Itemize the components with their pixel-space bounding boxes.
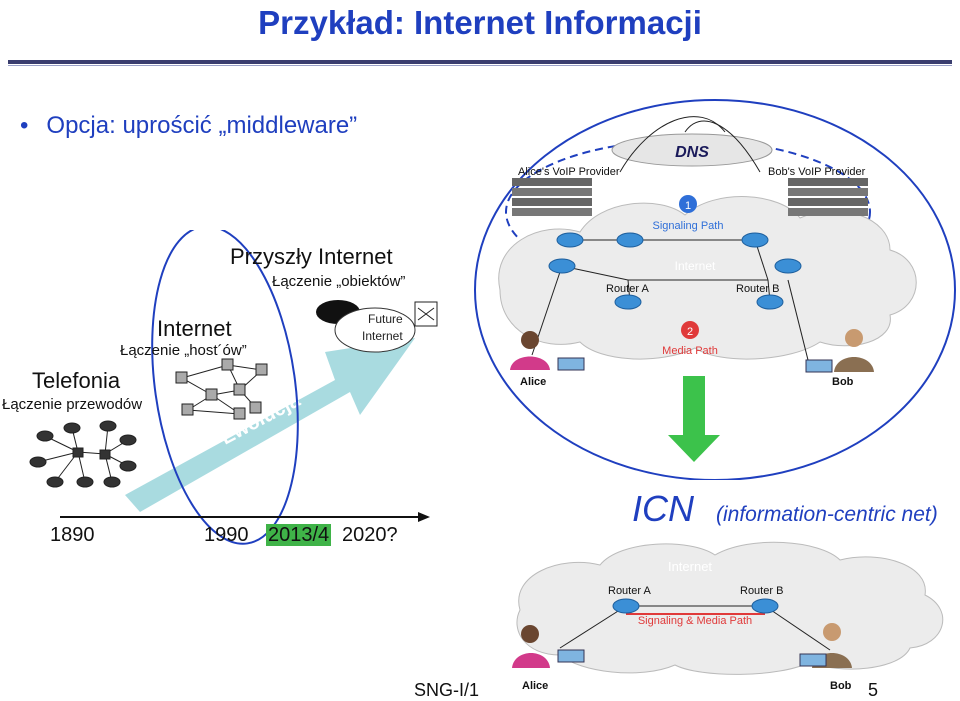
telephony-network-icon: [29, 420, 137, 488]
icn-subtitle: (information-centric net): [716, 503, 938, 526]
bullet-text: Opcja: uprościć „middleware”: [46, 112, 358, 139]
internet-sublabel: Łączenie „host´ów”: [120, 342, 247, 359]
title-rule: [8, 60, 952, 64]
signaling-step-number: 1: [685, 200, 691, 212]
alice-person-icon: [510, 331, 585, 371]
voip-outer-ellipse: [474, 99, 956, 480]
internet-host-network-icon: [175, 358, 268, 420]
media-step-number: 2: [687, 326, 693, 338]
alice-server-rack-icon: [512, 178, 592, 216]
icn-alice-label: Alice: [522, 680, 548, 692]
alice-provider-label: Alice's VoIP Provider: [518, 166, 620, 178]
future-internet-cloud-icon: [316, 300, 438, 353]
icn-router-a-label: Router A: [608, 585, 651, 597]
media-step-icon: [681, 321, 699, 339]
bob-server-rack-icon: [788, 178, 868, 216]
future-cloud-line2: Internet: [362, 329, 403, 343]
footer-label: SNG-I/1: [414, 680, 480, 700]
icn-alice-person-icon: [512, 625, 585, 668]
year-label: 1890: [50, 524, 95, 546]
bullet-item: • Opcja: uprościć „middleware”: [20, 112, 357, 140]
icn-router-b-label: Router B: [740, 585, 783, 597]
icn-internet-label: Internet: [668, 559, 712, 574]
icn-bob-label: Bob: [830, 680, 852, 692]
slide-title: Przykład: Internet Informacji: [258, 4, 702, 41]
internet-label: Internet: [157, 316, 232, 341]
router-a-label: Router A: [606, 283, 649, 295]
bullet-dot-icon: •: [20, 112, 29, 139]
signaling-step-icon: [679, 195, 697, 213]
down-arrow-icon: [668, 376, 720, 462]
internet-cloud-icon: [498, 196, 917, 360]
dns-cloud-icon: [611, 133, 773, 167]
era-ellipse: [151, 230, 299, 545]
icn-network-diagram: Internet Router A Router B Signaling & M…: [512, 541, 944, 692]
alice-label: Alice: [520, 376, 546, 388]
year-label: 1990: [204, 524, 249, 546]
icn-bob-person-icon: [799, 623, 852, 668]
page-number: 5: [868, 680, 879, 700]
year-label-highlighted: 2013/4: [266, 524, 332, 547]
dns-label: DNS: [675, 144, 709, 161]
timeline-arrowhead-icon: [418, 512, 430, 522]
year-highlight: 2013/4: [266, 524, 332, 546]
bob-label: Bob: [832, 376, 854, 388]
voip-network-diagram: DNS Alice's VoIP Provider Bob's VoIP Pro…: [474, 99, 956, 480]
icn-path-label: Signaling & Media Path: [638, 615, 752, 627]
media-path-label: Media Path: [662, 345, 718, 357]
evolution-arrow: [125, 338, 415, 512]
router-icon: [548, 232, 802, 310]
telefonia-label: Telefonia: [32, 368, 121, 393]
bob-person-icon: [805, 329, 874, 373]
evolution-diagram: Ewolucja Future I: [29, 230, 438, 545]
icn-router-icon: [612, 598, 779, 614]
future-internet-sublabel: Łączenie „obiektów”: [272, 273, 406, 290]
year-label: 2020?: [342, 524, 398, 546]
internet-cloud-label: Internet: [675, 259, 716, 273]
future-internet-label: Przyszły Internet: [230, 244, 393, 269]
title-rule-thin: [8, 65, 952, 66]
router-b-label: Router B: [736, 283, 779, 295]
icn-title: ICN: [632, 488, 694, 529]
icn-internet-cloud-icon: [516, 541, 944, 675]
telefonia-sublabel: Łączenie przewodów: [2, 396, 143, 413]
bob-provider-label: Bob's VoIP Provider: [768, 166, 866, 178]
future-cloud-line1: Future: [368, 312, 403, 326]
signaling-path-label: Signaling Path: [653, 220, 724, 232]
